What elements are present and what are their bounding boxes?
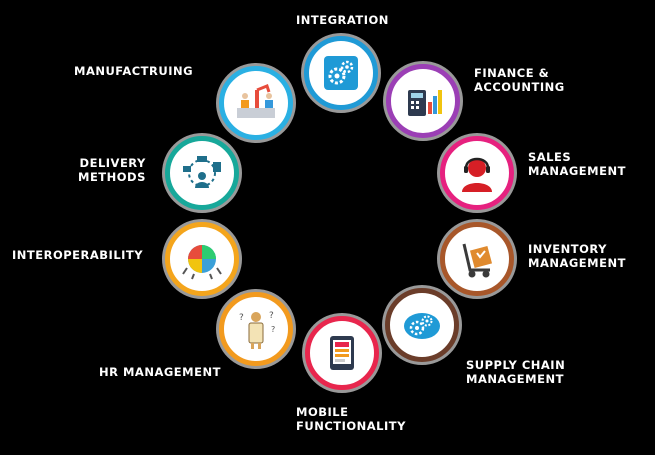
label-line: MOBILE (296, 405, 349, 419)
label-supply-chain: SUPPLY CHAIN MANAGEMENT (466, 358, 565, 386)
hr-ring: ? ? ? (219, 292, 293, 366)
label-line: INVENTORY (528, 242, 607, 256)
label-line: ACCOUNTING (474, 80, 565, 94)
finance-ring (386, 64, 460, 138)
label-finance: FINANCE & ACCOUNTING (474, 66, 565, 94)
label-line: METHODS (78, 170, 146, 184)
label-mobile: MOBILE FUNCTIONALITY (296, 405, 406, 433)
sales-ring (440, 136, 514, 210)
factory-machine-icon (237, 84, 275, 118)
svg-text:?: ? (239, 313, 244, 323)
label-sales: SALES MANAGEMENT (528, 150, 626, 178)
label-interoperability: INTEROPERABILITY (12, 248, 143, 262)
label-line: SUPPLY CHAIN (466, 358, 566, 372)
label-manufacturing: MANUFACTRUING (74, 64, 193, 78)
svg-text:?: ? (271, 325, 275, 334)
gears-icon (324, 56, 358, 90)
label-line: DELIVERY (79, 156, 146, 170)
puzzle-globe-icon (182, 245, 222, 280)
label-line: FUNCTIONALITY (296, 419, 406, 433)
inventory-ring (440, 222, 514, 296)
tablet-icon (330, 336, 354, 370)
manufacturing-ring (219, 66, 293, 140)
label-line: FINANCE & (474, 66, 550, 80)
person-questions-icon: ? ? ? (239, 311, 275, 349)
label-inventory: INVENTORY MANAGEMENT (528, 242, 626, 270)
label-line: HR MANAGEMENT (99, 365, 221, 379)
label-line: INTEROPERABILITY (12, 248, 144, 262)
hand-truck-box-icon (462, 243, 493, 278)
label-line: INTEGRATION (296, 13, 389, 27)
label-delivery: DELIVERY METHODS (78, 156, 146, 184)
calculator-chart-icon (408, 90, 442, 116)
delivery-ring (165, 136, 239, 210)
mobile-ring (305, 316, 379, 390)
label-line: SALES (528, 150, 572, 164)
delivery-network-icon (183, 156, 221, 188)
label-integration: INTEGRATION (296, 13, 389, 27)
label-line: MANAGEMENT (528, 256, 626, 270)
label-line: MANUFACTRUING (74, 64, 194, 78)
label-line: MANAGEMENT (528, 164, 626, 178)
label-line: MANAGEMENT (466, 372, 564, 386)
svg-text:?: ? (269, 311, 274, 321)
headset-agent-icon (462, 157, 492, 192)
label-hr: HR MANAGEMENT (99, 365, 221, 379)
interoperability-ring (165, 222, 239, 296)
gears-cloud-icon (404, 313, 440, 339)
supply-chain-ring (385, 288, 459, 362)
integration-ring (304, 36, 378, 110)
